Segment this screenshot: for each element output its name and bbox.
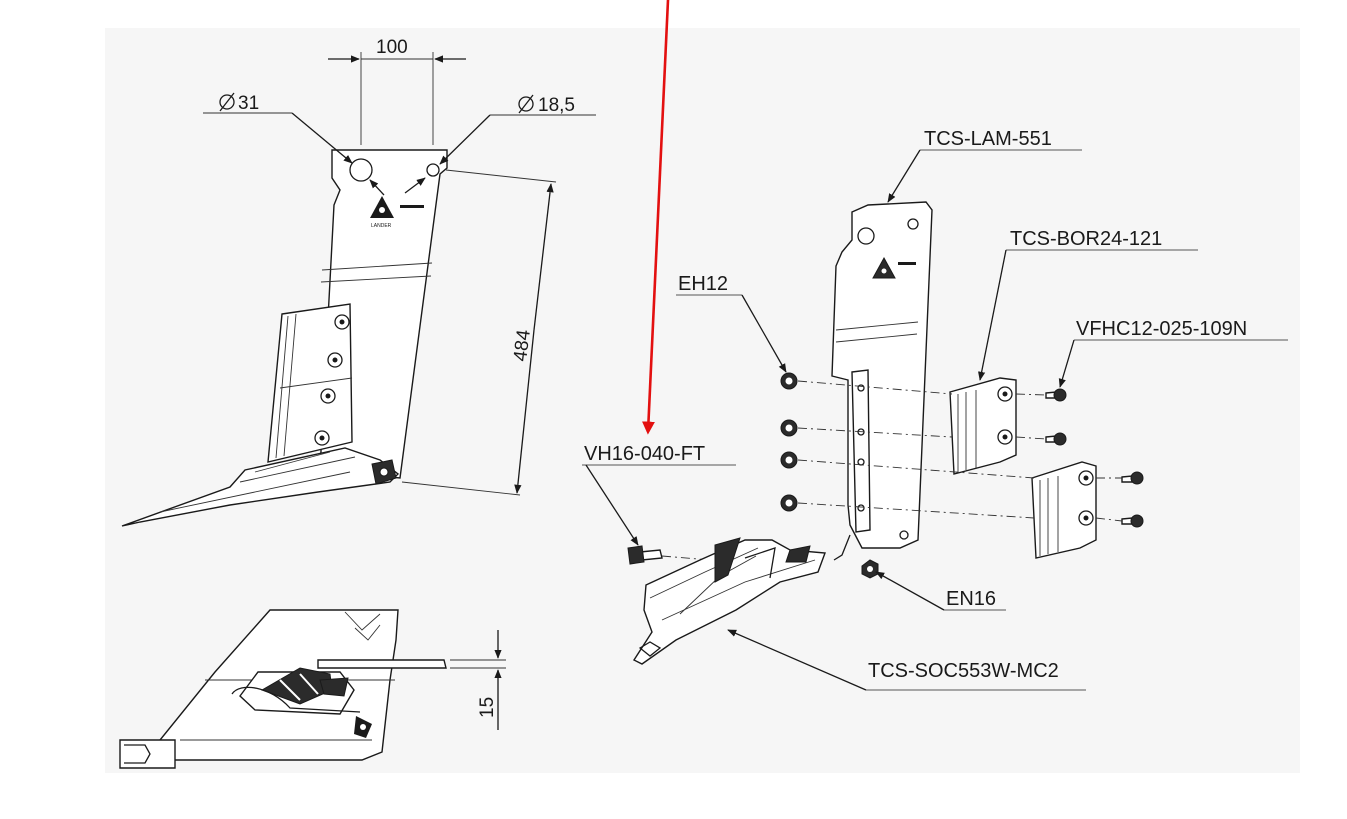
exploded-view-assembly: [627, 201, 1144, 665]
callout-vh: VH16-040-FT: [582, 443, 736, 546]
dimension-width-top: 100: [328, 37, 466, 145]
callout-eh: EH12: [676, 273, 787, 373]
brand-triangle-logo: LANDER: [370, 196, 424, 229]
dimension-hole-large: 31: [203, 92, 385, 196]
nut-hex: [780, 372, 798, 512]
callout-vfhc: VFHC12-025-109N: [1058, 318, 1288, 388]
side-view-assembly: LANDER: [121, 149, 448, 527]
svg-text:LANDER: LANDER: [371, 223, 392, 229]
label-en16: EN16: [946, 588, 996, 610]
label-tcs-lam-551: TCS-LAM-551: [924, 128, 1052, 150]
dim-diameter-18-5-label: 18,5: [538, 95, 575, 116]
diameter-symbol: [219, 92, 235, 112]
label-eh12: EH12: [678, 273, 728, 295]
diameter-symbol: [518, 94, 534, 114]
callout-en: EN16: [875, 571, 1006, 611]
callout-soc: TCS-SOC553W-MC2: [727, 629, 1086, 691]
top-view-assembly: [119, 609, 447, 769]
dim-15-label: 15: [477, 697, 498, 718]
label-tcs-soc553w-mc2: TCS-SOC553W-MC2: [868, 660, 1059, 682]
label-tcs-bor24-121: TCS-BOR24-121: [1010, 228, 1162, 250]
dimension-offset-bottom: 15: [450, 630, 506, 730]
dim-484-label: 484: [510, 328, 535, 362]
callout-lam: TCS-LAM-551: [887, 128, 1082, 203]
dim-100-label: 100: [376, 37, 408, 58]
dimension-hole-small: 18,5: [404, 94, 596, 194]
label-vfhc12-025-109n: VFHC12-025-109N: [1076, 318, 1247, 340]
label-vh16-040-ft: VH16-040-FT: [584, 443, 705, 465]
dimension-height: 484: [401, 169, 557, 496]
callout-bor: TCS-BOR24-121: [978, 228, 1198, 381]
red-pointer-arrow: [641, 0, 670, 435]
bolt-head: [1045, 388, 1144, 528]
dim-diameter-31-label: 31: [238, 93, 259, 114]
